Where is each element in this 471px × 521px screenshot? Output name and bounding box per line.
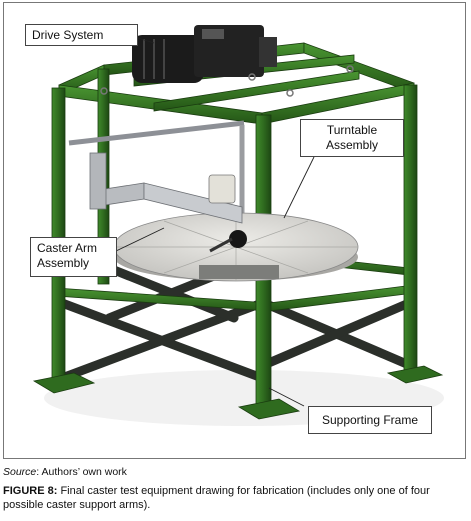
caster-arm [89, 152, 247, 253]
source-label: Source [3, 466, 37, 478]
callout-turntable-line2: Assembly [325, 138, 378, 152]
callout-supporting-frame-label: Supporting Frame [321, 413, 419, 427]
caption-text: Final caster test equipment drawing for … [3, 485, 430, 511]
eye-bolts [100, 65, 354, 97]
source-note: Source: Authors’ own work [3, 466, 127, 478]
callout-drive-system-label: Drive System [32, 28, 104, 42]
callout-turntable-assembly: Turntable Assembly [300, 119, 404, 157]
callout-supporting-frame: Supporting Frame [308, 406, 432, 434]
caster-test-rig-drawing [32, 25, 444, 426]
caption-label: FIGURE 8: [3, 485, 58, 497]
foot-plates [32, 365, 444, 420]
callout-drive-system: Drive System [25, 24, 138, 46]
callout-caster-arm-assembly: Caster Arm Assembly [30, 237, 117, 277]
lower-cross-braces [57, 263, 414, 383]
figure-caption: FIGURE 8: Final caster test equipment dr… [3, 485, 467, 512]
callout-caster-arm-line2: Assembly [37, 256, 90, 270]
callout-caster-arm-line1: Caster Arm [37, 241, 98, 255]
figure-frame: Drive System Turntable Assembly Caster A… [3, 2, 466, 459]
callout-turntable-line1: Turntable [326, 123, 378, 137]
leader-lines [115, 34, 315, 407]
source-text: : Authors’ own work [36, 466, 127, 478]
drive-shaft [68, 120, 245, 146]
drive-motor [132, 25, 277, 83]
